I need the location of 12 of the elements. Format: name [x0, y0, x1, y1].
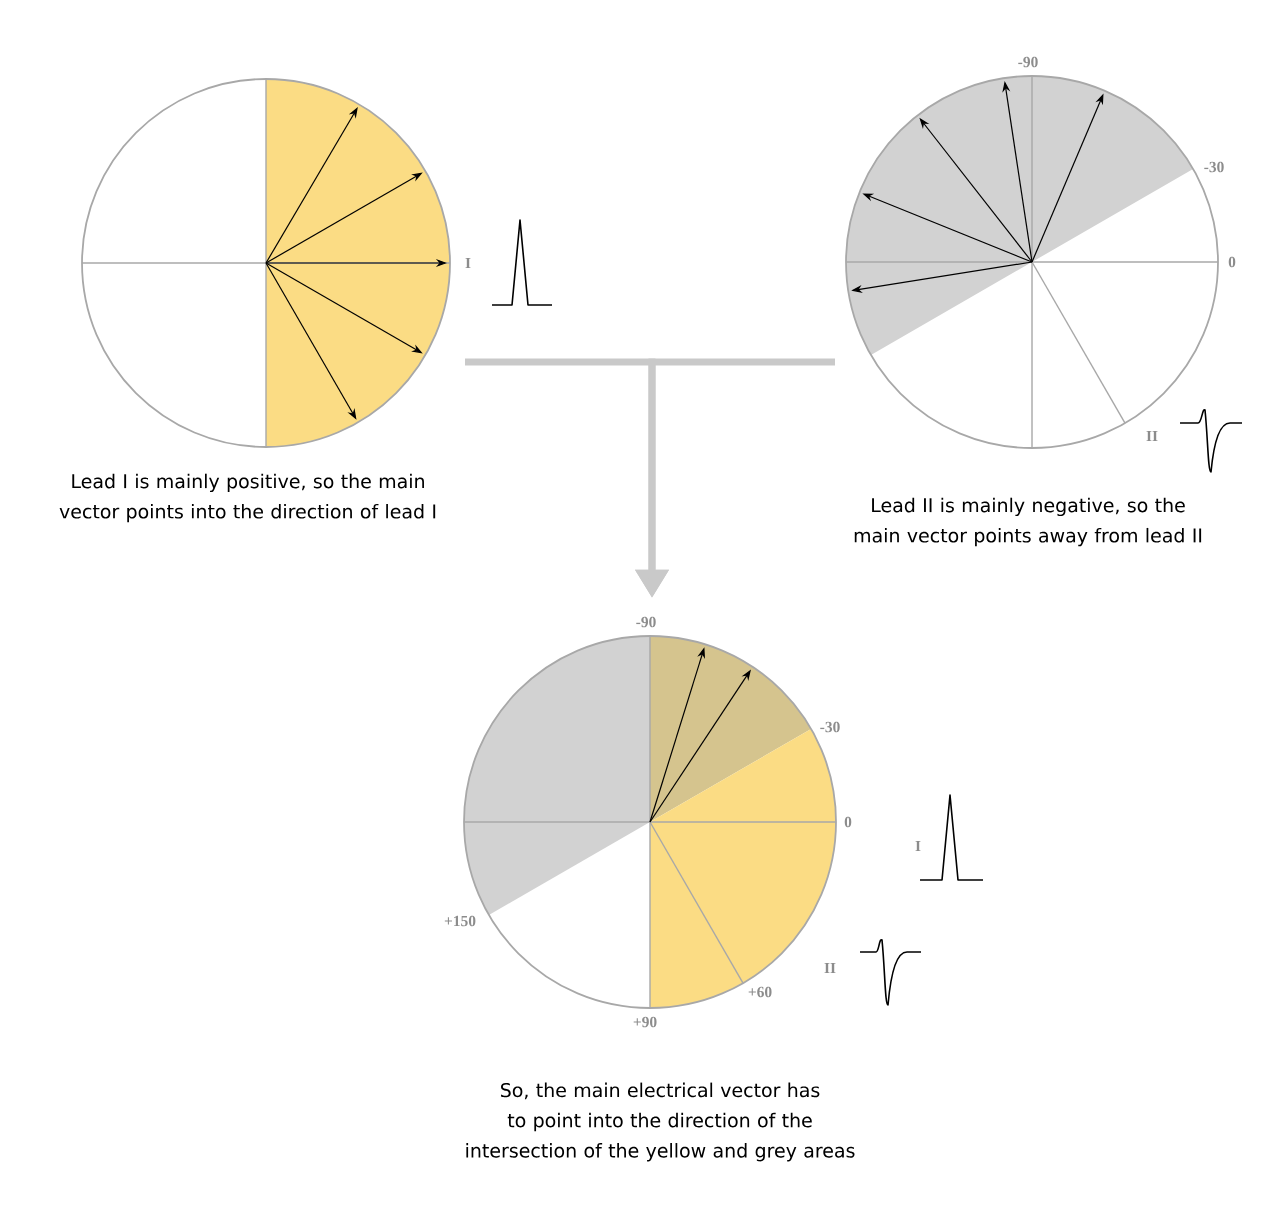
angle-label: -30: [1204, 161, 1224, 173]
caption-text: So, the main electrical vector has to point into the direction of the intersection of the yellow and grey areas: [466, 1082, 855, 1162]
angle-label: -30: [820, 721, 840, 733]
lead-label: I: [465, 257, 471, 269]
angle-label: +60: [748, 986, 772, 998]
lead-label: II: [1146, 430, 1158, 442]
caption-text: Lead II is mainly negative, so the main vector points away from lead II: [854, 497, 1202, 547]
lead-label: I: [915, 840, 921, 852]
lead-label: II: [824, 962, 836, 974]
angle-label: +150: [444, 915, 476, 927]
caption-text: Lead I is mainly positive, so the main vector points into the direction of lead I: [59, 473, 436, 523]
axis-circle: [81, 78, 451, 448]
